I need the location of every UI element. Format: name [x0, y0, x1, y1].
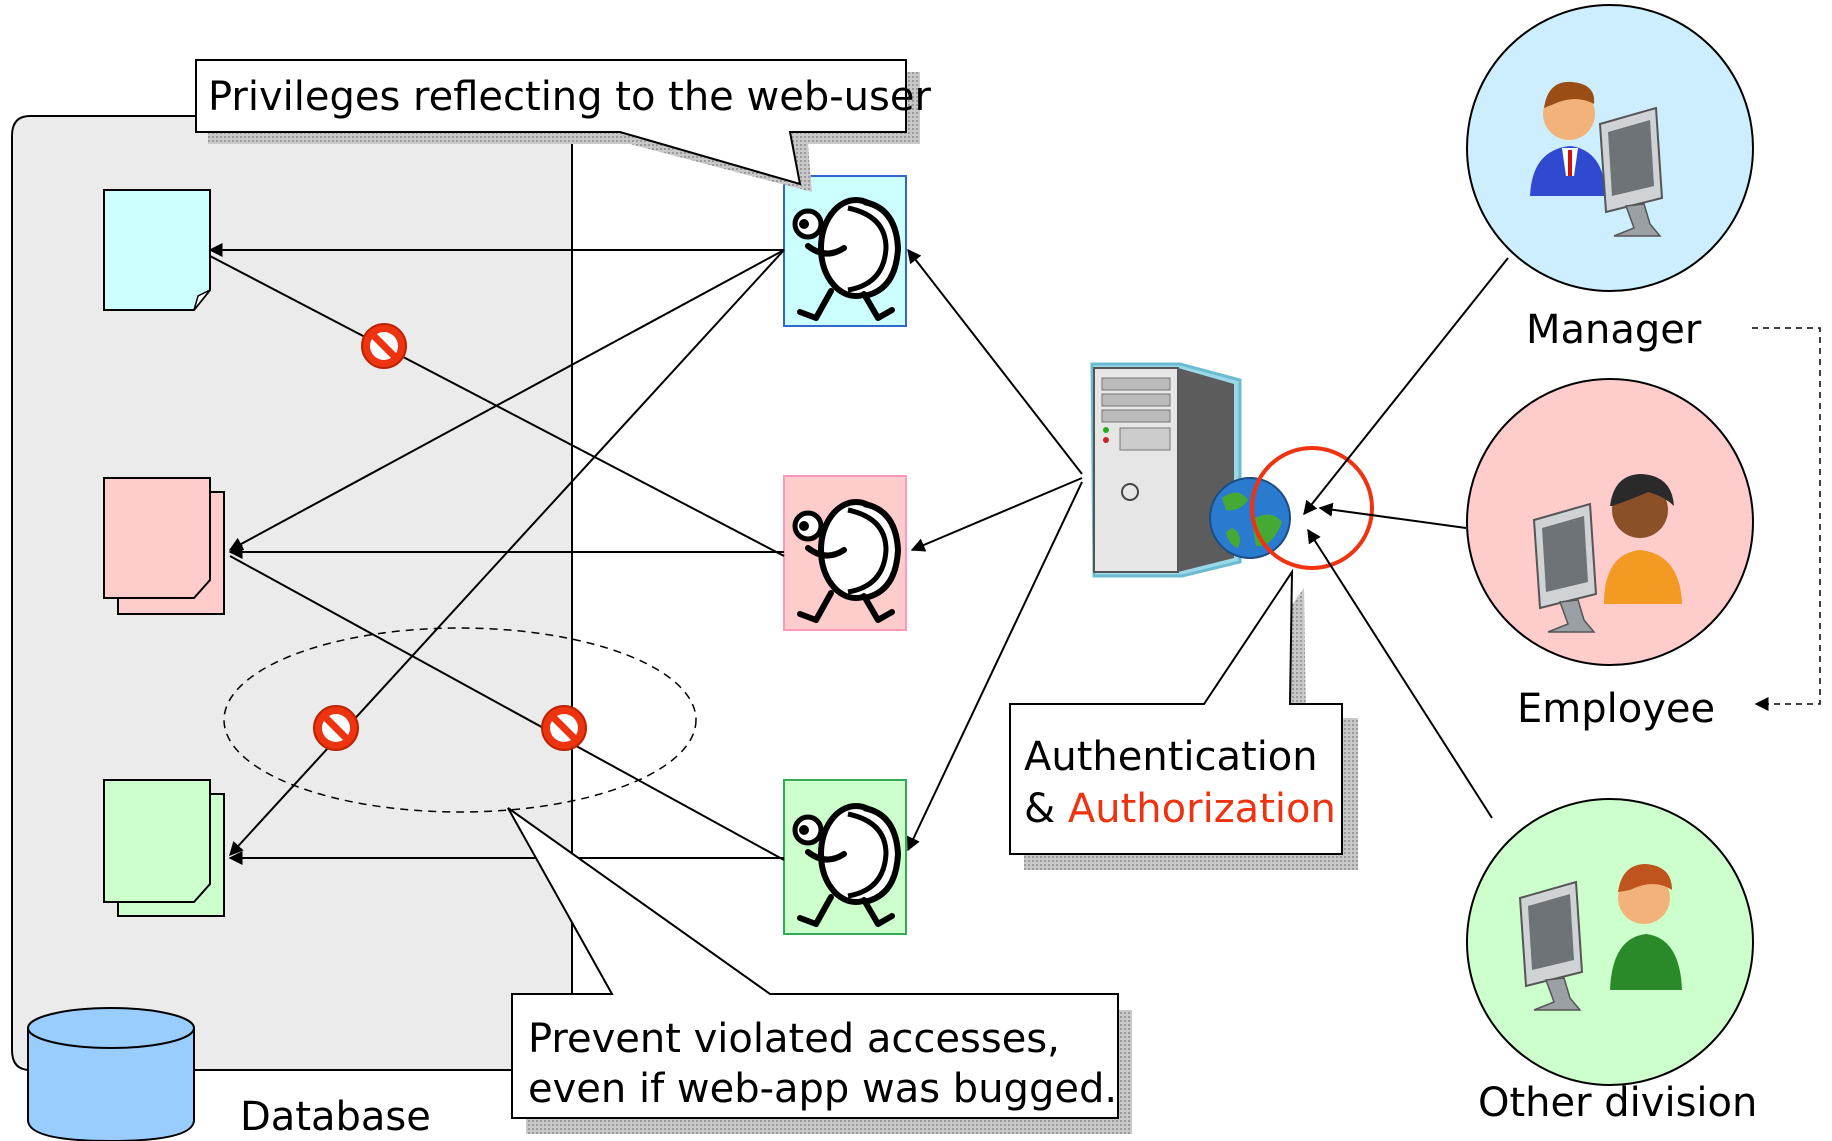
no-entry-icon [542, 706, 586, 750]
person-computer-icon [1533, 474, 1682, 633]
database-icon [27, 1007, 195, 1141]
web-user-green [783, 779, 907, 935]
person-computer-icon [1519, 864, 1682, 1011]
callout-auth: Authentication & Authorization [1009, 568, 1358, 870]
access-lines [208, 243, 785, 865]
role-label-employee: Employee [1517, 686, 1715, 732]
callout-prevent-line1: Prevent violated accesses, [528, 1016, 1060, 1062]
doc-cyan [103, 189, 211, 311]
callout-prevent-line2: even if web-app was bugged. [528, 1066, 1117, 1112]
doc-green-stack [103, 779, 225, 917]
server-globe-icon [1090, 362, 1291, 578]
doc-pink-stack [103, 477, 225, 615]
callout-auth-line2: & Authorization [1024, 786, 1336, 832]
role-label-manager: Manager [1526, 307, 1702, 353]
callout-prevent: Prevent violated accesses, even if web-a… [507, 807, 1132, 1134]
role-other-division [1466, 798, 1754, 1086]
role-employee [1466, 378, 1754, 666]
web-user-pink [783, 475, 907, 631]
callout-privileges-text: Privileges reflecting to the web-user [208, 74, 931, 120]
auth-checkpoint-circle [1250, 446, 1374, 570]
person-computer-icon [1530, 81, 1663, 237]
web-user-cyan [783, 175, 907, 327]
role-label-other-division: Other division [1478, 1080, 1757, 1126]
server-links [907, 248, 1083, 852]
no-entry-icon [314, 706, 358, 750]
role-manager [1466, 4, 1754, 292]
callout-auth-ampersand: & [1024, 786, 1068, 832]
database-label: Database [240, 1094, 431, 1140]
hierarchy-dashed-arrow [1752, 327, 1821, 711]
role-links [1303, 257, 1509, 819]
callout-privileges: Privileges reflecting to the web-user [195, 59, 931, 192]
violation-zone [223, 627, 697, 813]
no-entry-icon [362, 324, 406, 368]
callout-auth-highlight: Authorization [1068, 786, 1336, 832]
callout-auth-line1: Authentication [1024, 734, 1318, 780]
database-panel [11, 115, 573, 1071]
